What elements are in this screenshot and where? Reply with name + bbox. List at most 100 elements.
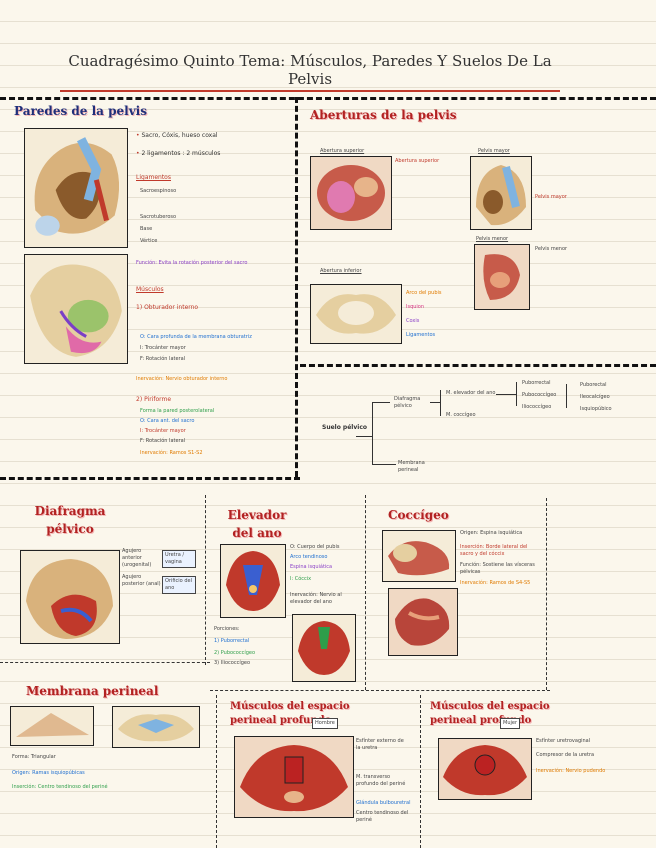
diafragma-box-1: Uretra / vagina (162, 550, 196, 568)
elevador-image-1 (220, 544, 286, 618)
elevador-part-3: 3) Iliococcígeo (214, 660, 251, 666)
espacio-hombre-item-2: M. transverso profundo del periné (356, 774, 406, 787)
piriforme-item-3: I: Trocánter mayor (140, 428, 186, 434)
elevador-item-5: Inervación: Nervio al elevador del ano (290, 592, 342, 605)
espacio-mujer-item-3: Inervación: Nervio pudendo (536, 768, 606, 774)
paredes-heading: Paredes de la pelvis (14, 104, 147, 118)
aberturas-heading: Aberturas de la pelvis (310, 108, 457, 122)
divider-espacio-top (210, 690, 550, 691)
elevador-image-2 (292, 614, 356, 682)
coccigeo-item-1: Origen: Espina isquiática (460, 530, 523, 536)
membrana-node: Membrana perineal (398, 460, 425, 473)
membrana-heading: Membrana perineal (26, 684, 159, 698)
divider-membrana-espacio (216, 695, 217, 848)
divider-hombre-mujer (420, 695, 421, 848)
abertura-inferior-item-4: Ligamentos (406, 332, 436, 338)
divider-elevador-coccigeo (365, 495, 366, 690)
paredes-note-1: Sacro, Cóxis, hueso coxal (136, 132, 217, 140)
divider-top (0, 97, 656, 100)
abertura-inferior-label: Abertura inferior (320, 268, 362, 274)
pelvis-menor-image (474, 244, 530, 310)
ligamento-sacroespinoso: Sacroespinoso (140, 188, 177, 194)
pelvis-mayor-image (470, 156, 532, 230)
suelo-pelvico-label: Suelo pélvico (322, 424, 367, 431)
musculos-heading: Músculos (136, 286, 164, 293)
obturador-item-3: F: Rotación lateral (140, 356, 186, 362)
elevador-item-4: I: Cóccix (290, 576, 312, 582)
funcion-note: Función: Evita la rotación posterior del… (136, 260, 248, 266)
abertura-superior-label: Abertura superior (320, 148, 365, 154)
elevador-node: M. elevador del ano (446, 390, 496, 396)
diafragma-box-2: Orificio del ano (162, 576, 196, 594)
obturador-item-1: O: Cara profunda de la membrana obturatr… (140, 334, 252, 340)
espacio-hombre-tag: Hombre (312, 718, 338, 729)
obturador-inervacion: Inervación: Nervio obturador interno (136, 376, 228, 382)
coccigeo-item-3: Función: Sostiene las vísceras pélvicas (460, 562, 535, 575)
espacio-mujer-tag: Mujer (500, 718, 521, 729)
diafragma-image (20, 550, 120, 644)
coccigeo-image-2 (388, 588, 458, 656)
abertura-inferior-item-1: Arco del pubis (406, 290, 442, 296)
elevador-part-1: 1) Puborrectal (214, 638, 250, 644)
piriforme-item-4: F: Rotación lateral (140, 438, 186, 444)
pelvis-mayor-note: Pelvis mayor (535, 194, 567, 200)
ligamentos-heading: Ligamentos (136, 174, 171, 181)
espacio-hombre-item-1: Esfínter externo de la uretra (356, 738, 404, 751)
elevador-heading: Elevador del ano (227, 508, 287, 540)
espacio-hombre-image (234, 736, 354, 818)
suelo-leaf2-2: Ileocalcígeo (580, 394, 610, 400)
membrana-item-3: Inserción: Centro tendinoso del periné (12, 784, 108, 790)
pelvis-mayor-label: Pelvis mayor (478, 148, 510, 154)
suelo-leaf2-3: Isquiopúbico (580, 406, 612, 412)
diafragma-item-1: Agujero anterior (urogenital) (122, 548, 152, 568)
ligamento-vertice: Vértice (140, 238, 158, 244)
pelvis-wall-image (24, 128, 128, 248)
abertura-superior-image (310, 156, 392, 230)
suelo-leaf2-1: Puborectal (580, 382, 607, 388)
abertura-superior-note: Abertura superior (395, 158, 440, 164)
espacio-hombre-heading: Músculos del espacio perineal profundo (230, 701, 350, 726)
abertura-inferior-image (310, 284, 402, 344)
pelvis-menor-note: Pelvis menor (535, 246, 568, 252)
espacio-hombre-item-3: Glándula bulbouretral (356, 800, 411, 806)
piriforme-item-5: Inervación: Ramos S1-S2 (140, 450, 203, 456)
membrana-image-1 (10, 706, 94, 746)
divider-coccigeo-right (546, 498, 547, 690)
ligamento-sacrotuberoso: Sacrotuberoso (140, 214, 177, 220)
coccigeo-heading: Coccígeo (388, 508, 449, 522)
diafragma-item-2: Agujero posterior (anal) (122, 574, 161, 587)
suelo-leaf-2: Pubococcígeo (522, 392, 557, 398)
suelo-leaf-3: Iliococcígeo (522, 404, 552, 410)
membrana-item-1: Forma: Triangular (12, 754, 56, 760)
coccigeo-item-2: Inserción: Borde lateral del sacro y del… (460, 544, 528, 557)
divider-vertical-upper (295, 97, 298, 477)
obturador-heading: 1) Obturador interno (136, 304, 199, 311)
elevador-porcion-label: Porciones: (214, 626, 240, 632)
divider-aberturas-suelo (300, 364, 656, 367)
diafragma-heading: Diafragma pélvico (34, 504, 106, 536)
abertura-inferior-item-2: Isquion (406, 304, 425, 310)
suelo-leaf-1: Puborrectal (522, 380, 551, 386)
divider-membrana-top (0, 662, 210, 663)
piriforme-item-1: Forma la pared posterolateral (140, 408, 215, 414)
ligamento-base: Base (140, 226, 153, 232)
membrana-item-2: Origen: Ramas isquiopúbicas (12, 770, 85, 776)
abertura-inferior-item-3: Coxis (406, 318, 420, 324)
obturador-item-2: I: Trocánter mayor (140, 345, 186, 351)
coccigeo-item-4: Inervación: Ramos de S4-S5 (460, 580, 531, 586)
espacio-hombre-item-4: Centro tendinoso del periné (356, 810, 409, 823)
piriforme-heading: 2) Piriforme (136, 396, 172, 403)
pelvis-menor-label: Pelvis menor (476, 236, 509, 242)
coccigeo-node: M. coccígeo (446, 412, 476, 418)
coccigeo-image-1 (382, 530, 456, 582)
elevador-item-1: O: Cuerpo del pubis (290, 544, 340, 550)
pelvis-muscles-image (24, 254, 128, 364)
espacio-mujer-heading: Músculos del espacio perineal profundo (430, 701, 550, 726)
espacio-mujer-item-1: Esfínter uretrovaginal (536, 738, 591, 744)
espacio-mujer-item-2: Compresor de la uretra (536, 752, 595, 758)
diafragma-node: Diafragma pélvico (394, 396, 421, 409)
piriforme-item-2: O: Cara ant. del sacro (140, 418, 195, 424)
divider-middle-left (0, 477, 300, 480)
divider-diafragma-elevador (205, 495, 206, 665)
elevador-item-2: Arco tendinoso (290, 554, 328, 560)
